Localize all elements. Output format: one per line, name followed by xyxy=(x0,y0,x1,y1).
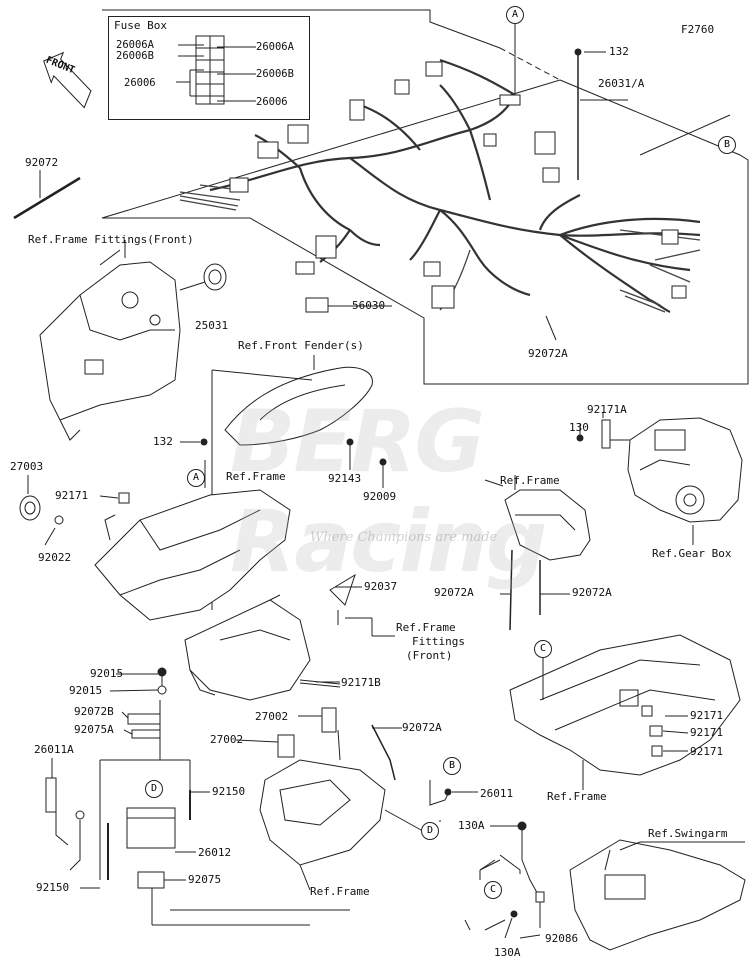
battery-tray-drawing xyxy=(259,707,478,891)
ref-frame-a: Ref.Frame xyxy=(226,470,286,483)
watermark-brand: BERG Racing xyxy=(230,392,548,592)
ref-front-fender: Ref.Front Fender(s) xyxy=(238,339,364,352)
part-26011a: 26011A xyxy=(34,743,74,756)
part-92009: 92009 xyxy=(363,490,397,503)
part-25031: 25031 xyxy=(195,319,229,332)
part-130a-bottom: 130A xyxy=(494,946,521,959)
callout-a-top: A xyxy=(506,6,524,24)
gear-box-drawing xyxy=(627,417,743,545)
part-26011: 26011 xyxy=(480,787,514,800)
battery xyxy=(126,807,176,849)
frame-left-drawing xyxy=(94,460,291,621)
callout-c-right: C xyxy=(534,640,552,658)
callout-d-battery: D xyxy=(145,780,163,798)
part-92171-right-1: 92171 xyxy=(690,709,724,722)
part-92075a: 92075A xyxy=(74,723,114,736)
fuse-box-drawing xyxy=(176,35,256,105)
part-27002-b: 27002 xyxy=(210,733,244,746)
part-27002-a: 27002 xyxy=(255,710,289,723)
part-92072a-left: 92072A xyxy=(434,586,474,599)
swingarm-drawing xyxy=(569,839,746,951)
callout-b-top: B xyxy=(718,136,736,154)
part-92150-left: 92150 xyxy=(36,881,70,894)
part-92015-a: 92015 xyxy=(90,667,124,680)
part-92171-left: 92171 xyxy=(55,489,89,502)
callout-c-bottom: C xyxy=(484,881,502,899)
fuse-label-left-1: 26006B xyxy=(116,50,154,62)
part-92037: 92037 xyxy=(364,580,398,593)
part-92086: 92086 xyxy=(545,932,579,945)
part-92150-right: 92150 xyxy=(212,785,246,798)
ref-gear-box: Ref.Gear Box xyxy=(652,547,732,560)
fuse-box-title: Fuse Box xyxy=(114,19,167,32)
ref-frame-b: Ref.Frame xyxy=(500,474,560,487)
part-130: 130 xyxy=(569,421,589,434)
part-92075: 92075 xyxy=(188,873,222,886)
part-56030: 56030 xyxy=(352,299,386,312)
callout-a-mid: A xyxy=(187,469,205,487)
part-92022: 92022 xyxy=(38,551,72,564)
ref-frame-d: Ref.Frame xyxy=(310,885,370,898)
part-92171a: 92171A xyxy=(587,403,627,416)
fuse-label-right-2: 26006 xyxy=(256,96,288,108)
fuse-label-right-1: 26006B xyxy=(256,68,294,80)
part-26031a: 26031/A xyxy=(598,77,645,90)
ref-frame-fittings-front: Ref.Frame Fittings(Front) xyxy=(28,233,194,246)
fuse-label-left-0: 26006A xyxy=(116,39,154,51)
connectors xyxy=(229,61,687,309)
diagram-id: F2760 xyxy=(681,23,715,36)
ref-swingarm: Ref.Swingarm xyxy=(648,827,728,840)
part-132-mid: 132 xyxy=(153,435,173,448)
fuse-label-left-2: 26006 xyxy=(124,77,156,89)
harness-panel-outline xyxy=(101,9,749,385)
callout-d-mid: D xyxy=(421,822,439,840)
front-arrow-shape xyxy=(43,51,92,109)
part-92072a-right: 92072A xyxy=(572,586,612,599)
cable-tie-92072 xyxy=(13,176,81,220)
part-130a-top: 130A xyxy=(458,819,485,832)
watermark-tagline: Where Champions are made xyxy=(310,530,498,545)
part-92171-right-2: 92171 xyxy=(690,726,724,739)
ref-frame-c: Ref.Frame xyxy=(547,790,607,803)
ref-frame-fittings-2-line3: (Front) xyxy=(406,649,453,662)
part-92072: 92072 xyxy=(25,156,59,169)
frame-fittings-front-drawing xyxy=(39,240,227,441)
frame-right-drawing xyxy=(484,475,591,631)
part-92072a-mid: 92072A xyxy=(402,721,442,734)
callout-b-mid: B xyxy=(443,757,461,775)
frame-c-drawing xyxy=(509,634,741,790)
wiring-harness xyxy=(209,58,701,314)
sensor-92086 xyxy=(464,821,545,939)
part-92171-right-3: 92171 xyxy=(690,745,724,758)
part-132-top: 132 xyxy=(609,45,629,58)
part-92072a-top: 92072A xyxy=(528,347,568,360)
label-56030-tag xyxy=(305,297,329,313)
fuse-label-right-0: 26006A xyxy=(256,41,294,53)
part-27003: 27003 xyxy=(10,460,44,473)
grommet-27003 xyxy=(19,495,41,521)
ref-frame-fittings-2-line1: Ref.Frame xyxy=(396,621,456,634)
part-92072b: 92072B xyxy=(74,705,114,718)
part-26012: 26012 xyxy=(198,846,232,859)
part-92143: 92143 xyxy=(328,472,362,485)
part-92015-b: 92015 xyxy=(69,684,103,697)
battery-area-drawing xyxy=(45,667,310,926)
fuse-box-frame xyxy=(108,16,310,120)
part-92171b: 92171B xyxy=(341,676,381,689)
ref-frame-fittings-2-line2: Fittings xyxy=(412,635,465,648)
